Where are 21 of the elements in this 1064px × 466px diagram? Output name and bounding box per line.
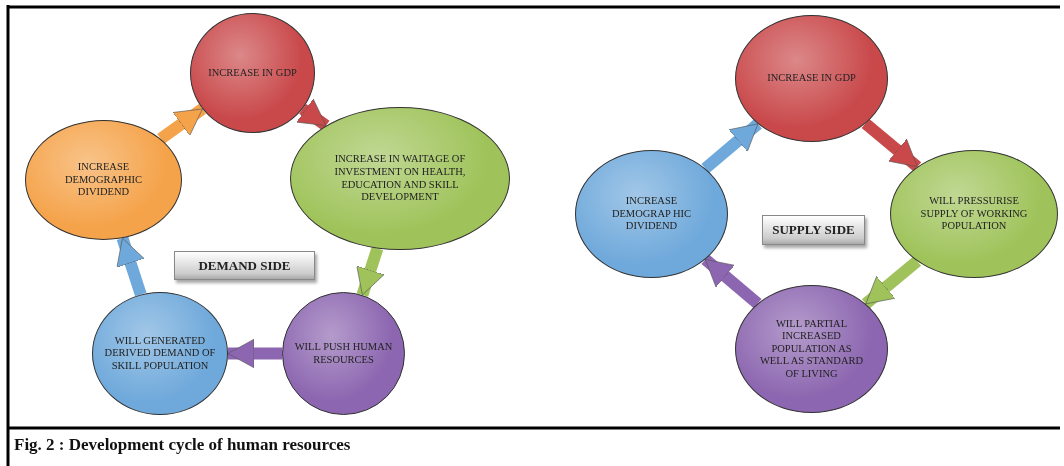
block-arrow [157, 104, 206, 144]
node-text: WILL GENERATED DERIVED DEMAND OF SKILL POPULATION [103, 334, 217, 373]
node-text: WILL PUSH HUMAN RESOURCES [293, 340, 394, 367]
node-text: INCREASE IN GDP [208, 66, 297, 80]
node-text: WILL PARTIAL INCREASED POPULATION AS WELL AS STANDARD OF LIVING [758, 317, 865, 381]
block-arrow [861, 118, 922, 172]
block-arrow [701, 119, 762, 174]
node-text: INCREASE DEMOGRAP HIC DIVIDEND [610, 195, 693, 233]
block-arrow [227, 338, 282, 369]
block-arrow [701, 254, 762, 309]
side-label-box: SUPPLY SIDE [762, 215, 865, 245]
block-arrow [356, 246, 385, 297]
node-text: INCREASE IN WAITAGE OF INVESTMENT ON HEALTH, EDUCATION AND SKILL DEVELOPMENT [333, 153, 467, 204]
node-text: INCREASE DEMOGRAPHIC DIVIDEND [64, 161, 143, 199]
side-label-box: DEMAND SIDE [174, 251, 315, 280]
node-text: INCREASE IN GDP [767, 72, 856, 85]
node-text: WILL PRESSURISE SUPPLY OF WORKING POPULATION [919, 195, 1029, 233]
block-arrow [296, 98, 330, 131]
block-arrow [861, 256, 922, 309]
figure-caption: Fig. 2 : Development cycle of human resources [14, 435, 351, 455]
block-arrow [116, 236, 147, 297]
